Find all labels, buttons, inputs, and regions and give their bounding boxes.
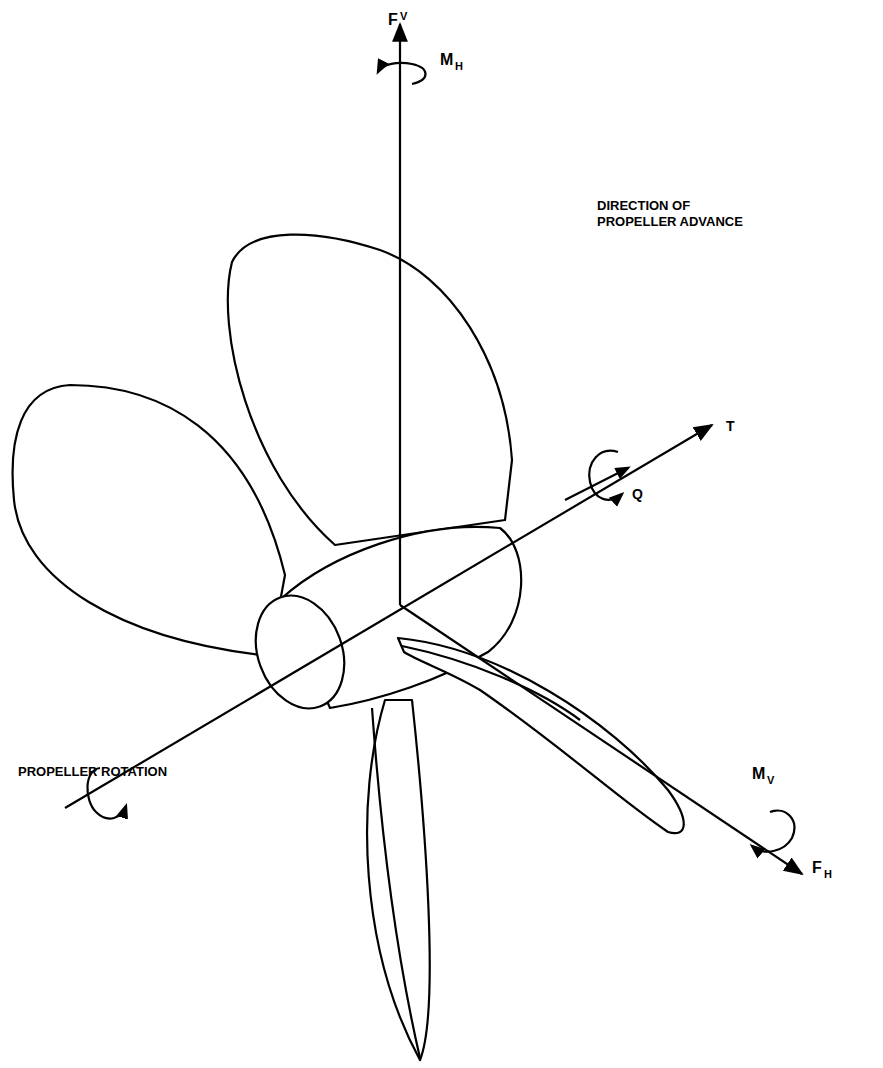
propeller-blade — [367, 700, 430, 1060]
moment-arrow — [752, 811, 794, 852]
propeller-blade — [228, 235, 512, 545]
propeller-blade — [13, 385, 285, 656]
horizontal-axis — [400, 605, 802, 874]
moment-subscript: V — [767, 774, 774, 788]
force-subscript: H — [824, 868, 832, 882]
force-symbol: F — [388, 10, 398, 30]
moment-symbol: M — [752, 764, 765, 784]
rotation-note: PROPELLER ROTATION — [18, 764, 167, 780]
propeller-blade — [398, 638, 684, 833]
torque-symbol: Q — [632, 486, 643, 504]
propeller-blade-edge — [372, 708, 420, 1058]
moment-arrow — [589, 451, 622, 500]
thrust-axis — [65, 425, 712, 808]
vertical-axis — [399, 24, 401, 605]
moment-symbol: M — [440, 50, 453, 70]
thrust-symbol: T — [726, 418, 735, 436]
moment-subscript: H — [455, 60, 463, 74]
propeller-hub-face — [241, 583, 360, 721]
force-symbol: F — [812, 858, 822, 878]
force-subscript: V — [400, 10, 407, 24]
moment-arrow — [378, 63, 426, 84]
direction-note: DIRECTION OF PROPELLER ADVANCE — [597, 198, 762, 231]
